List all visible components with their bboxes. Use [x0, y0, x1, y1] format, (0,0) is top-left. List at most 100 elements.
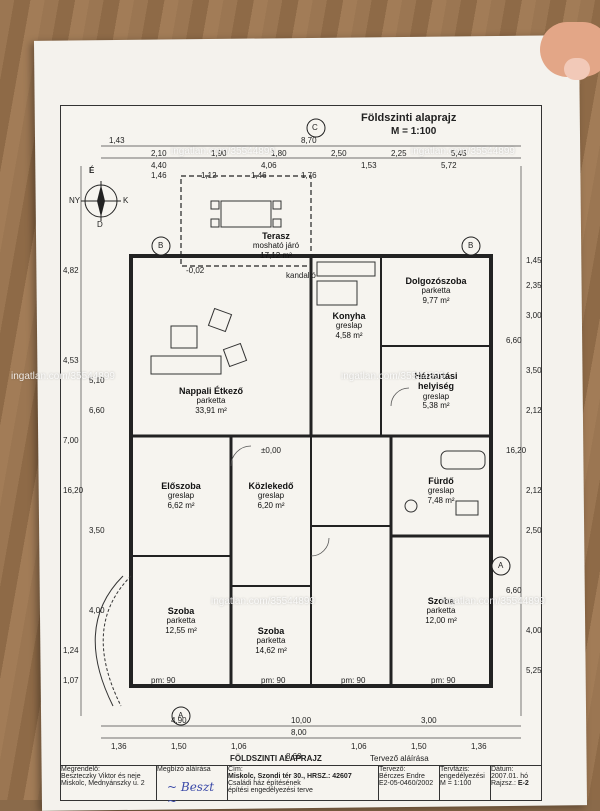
window-label: pm: 90	[261, 676, 286, 685]
dim-left: 6,60	[89, 406, 105, 415]
room-name: Dolgozószoba	[405, 276, 467, 286]
section-b-label: B	[158, 241, 164, 250]
room-area: 12,00 m²	[425, 615, 457, 625]
section-marker-b2	[461, 236, 481, 256]
room-floor: parketta	[426, 606, 456, 616]
section-marker-a2	[171, 706, 191, 726]
owner-signature-cell: Megbízó aláírása ~ Beszt ~	[157, 766, 228, 808]
room-area: 12,55 m²	[165, 625, 197, 635]
dim-bottom: 1,06	[351, 742, 367, 751]
dim-right: 2,12	[526, 406, 542, 415]
designer-id: E2-05-0460/2002	[379, 780, 434, 787]
dim-right: 2,50	[526, 526, 542, 535]
client-label: Megrendelő:	[61, 766, 100, 773]
scale-value: M = 1:100	[440, 780, 472, 787]
compass-east: K	[123, 196, 129, 205]
dim-right: 6,60	[506, 586, 522, 595]
dim-top: 4,06	[261, 161, 277, 170]
watermark: ingatlan.com/35544899	[211, 596, 315, 607]
dim-right: 2,12	[526, 486, 542, 495]
room-name: Szoba	[167, 606, 195, 616]
terrace-level-label: -0,02	[186, 266, 205, 275]
sink	[455, 500, 479, 516]
watermark: ingatlan.com/35544899	[341, 371, 445, 382]
room-area: 6,20 m²	[257, 500, 285, 510]
section-c-label: C	[312, 123, 318, 132]
date-cell: Dátum: 2007.01. hó Rajzsz.: E-2	[491, 766, 541, 800]
window-label: pm: 90	[341, 676, 366, 685]
drawing-number-label: Rajzsz.:	[491, 780, 516, 787]
dim-top: 5,45	[451, 149, 467, 158]
dim-bottom: 3,00	[421, 716, 437, 725]
dim-left: 5,10	[89, 376, 105, 385]
owner-signature-label: Megbízó aláírása	[157, 766, 211, 773]
dim-left: 4,82	[63, 266, 79, 275]
dim-right: 6,60	[506, 336, 522, 345]
dim-left: 16,20	[63, 486, 84, 495]
fireplace-label: kandalló	[286, 271, 316, 280]
dim-left: 4,00	[89, 606, 105, 615]
dim-bottom: 8,60	[286, 752, 302, 761]
dim-top: 8,70	[301, 136, 317, 145]
room-area: 4,58 m²	[335, 330, 363, 340]
coffee-table	[170, 325, 198, 349]
project-cell: Cím: Miskolc, Szondi tér 30., HRSZ.: 426…	[228, 766, 379, 800]
room-area: 6,62 m²	[167, 500, 195, 510]
title-block: Megrendelő: Beszteczky Viktor és neje Mi…	[60, 765, 542, 808]
toilet	[404, 499, 418, 513]
dim-top: 2,50	[331, 149, 347, 158]
room-floor: parketta	[196, 396, 226, 406]
section-a-label: A	[498, 561, 504, 570]
watermark: ingatlan.com/35544899	[171, 146, 275, 157]
watermark: ingatlan.com/35544899	[411, 146, 515, 157]
dim-left: 4,53	[63, 356, 79, 365]
plan-title: Földszinti alaprajz	[361, 112, 457, 124]
floor-plan: É NY K D C B B A A Földszinti alaprajz M…	[11, 105, 545, 767]
dim-top: 1,76	[301, 171, 317, 180]
room-area: 17,12 m²	[260, 250, 292, 260]
room-floor: greslap	[167, 491, 195, 501]
thumb-nail	[564, 58, 590, 80]
dim-top: 1,43	[109, 136, 125, 145]
dim-right: 1,45	[526, 256, 542, 265]
dim-right: 16,20	[506, 446, 527, 455]
dim-left: 7,00	[63, 436, 79, 445]
entrance-ramp	[102, 575, 132, 707]
section-marker-b	[151, 236, 171, 256]
project-line-2: Családi ház építésének	[228, 780, 301, 787]
window-label: pm: 90	[431, 676, 456, 685]
section-marker-a	[491, 556, 511, 576]
room-floor: parketta	[256, 636, 286, 646]
room-floor: parketta	[421, 286, 451, 296]
dim-right: 3,50	[526, 366, 542, 375]
room-area: 5,38 m²	[422, 400, 450, 410]
dining-table	[316, 280, 358, 306]
room-floor: parketta	[166, 616, 196, 626]
dim-right: 5,25	[526, 666, 542, 675]
dim-bottom: 1,36	[471, 742, 487, 751]
room-area: 14,62 m²	[255, 645, 287, 655]
dim-top: 5,72	[441, 161, 457, 170]
room-area: 33,91 m²	[195, 405, 227, 415]
room-name: Szoba	[257, 626, 285, 636]
dim-top: 1,12	[201, 171, 217, 180]
room-name: Közlekedő	[248, 481, 294, 491]
dim-bottom: 10,00	[291, 716, 312, 725]
room-floor: greslap	[257, 491, 285, 501]
room-floor: greslap	[427, 486, 455, 496]
dim-left: 3,50	[89, 526, 105, 535]
dim-left: 1,07	[63, 676, 79, 685]
room-floor: greslap	[335, 321, 363, 331]
dim-bottom: 4,90	[171, 716, 187, 725]
designer-cell: Tervező: Bérczes Endre E2-05-0460/2002	[379, 766, 440, 800]
room-name: Szoba	[427, 596, 455, 606]
phase-cell: Tervfázis: engedélyezési M = 1:100	[440, 766, 491, 800]
dim-top: 1,46	[151, 171, 167, 180]
